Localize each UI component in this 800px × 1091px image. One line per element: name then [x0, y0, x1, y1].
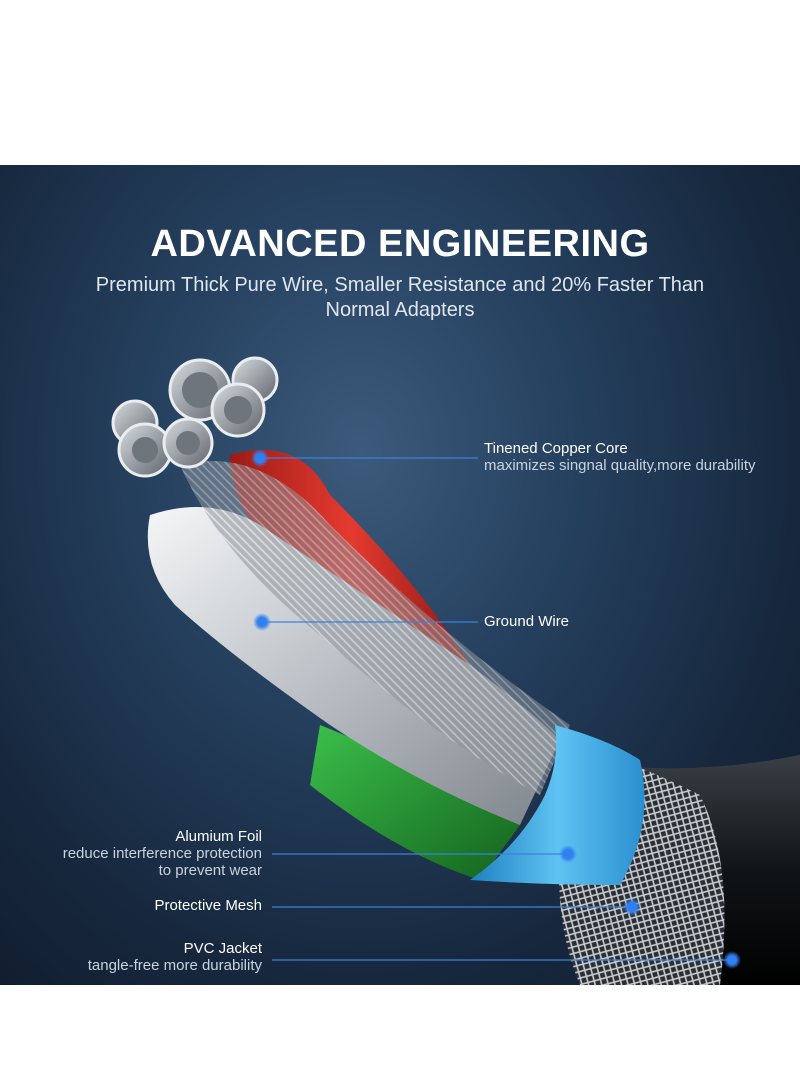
callout-ground-wire: Ground Wire: [484, 613, 569, 630]
page-subtitle: Premium Thick Pure Wire, Smaller Resista…: [95, 274, 705, 321]
callout-mesh-title: Protective Mesh: [154, 897, 262, 914]
callout-pvc-desc: tangle-free more durability: [87, 957, 262, 974]
ground-wire: [147, 507, 560, 825]
product-banner: ADVANCED ENGINEERING Premium Thick Pure …: [0, 165, 800, 985]
cable-cross-section-illustration: [111, 356, 800, 985]
aluminium-foil-ring: [470, 725, 645, 885]
callout-pvc-title: PVC Jacket: [183, 940, 262, 957]
callout-copper-core-title: Tinened Copper Core: [484, 440, 628, 457]
callout-ground-wire-title: Ground Wire: [484, 613, 570, 630]
page-title: ADVANCED ENGINEERING: [150, 223, 650, 265]
callout-copper-core: Tinened Copper Core maximizes singnal qu…: [484, 440, 756, 474]
green-wire: [310, 725, 520, 880]
conductor-ends: [111, 356, 279, 478]
callout-alu-foil-desc-2: to prevent wear: [158, 862, 262, 879]
callout-copper-core-desc: maximizes singnal quality,more durabilit…: [484, 457, 756, 474]
callout-lines: [260, 457, 732, 961]
callout-mesh: Protective Mesh: [154, 897, 262, 914]
callout-alu-foil-desc-1: reduce interference protection: [62, 845, 262, 862]
callout-alu-foil: Alumium Foil reduce interference protect…: [63, 828, 262, 879]
callout-dots: [251, 449, 741, 969]
callout-pvc: PVC Jacket tangle-free more durability: [88, 940, 262, 974]
callout-alu-foil-title: Alumium Foil: [175, 828, 262, 845]
